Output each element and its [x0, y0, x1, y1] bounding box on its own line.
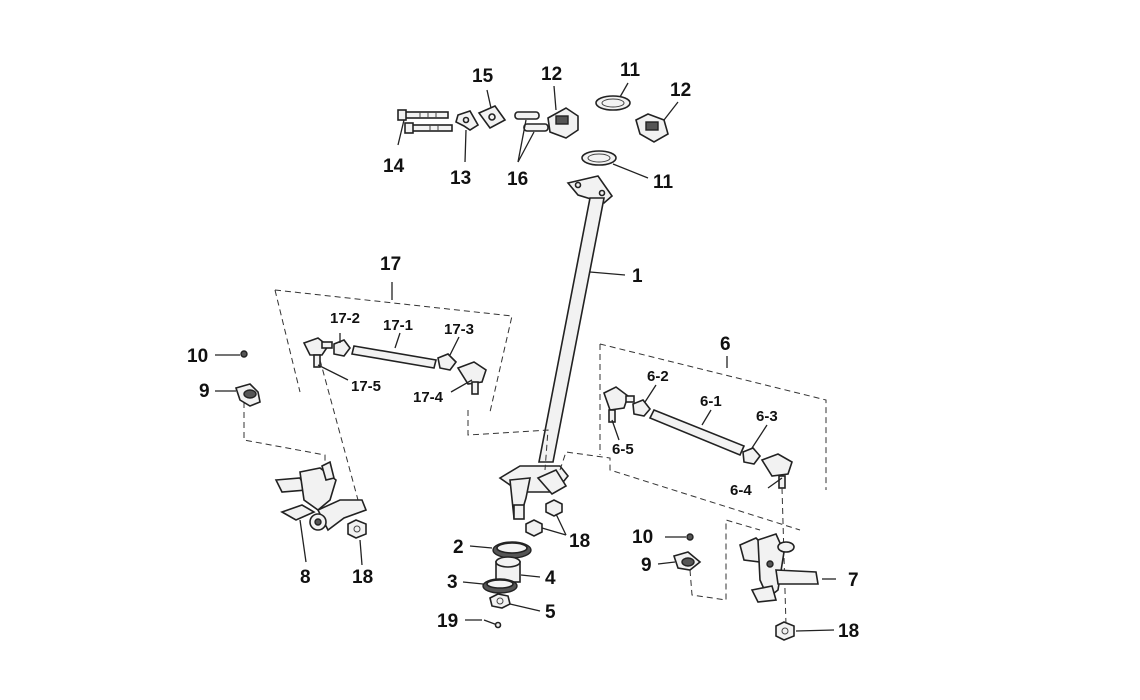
nut-18-right [775, 621, 835, 641]
label-8: 8 [300, 567, 311, 588]
bolt-10-right [665, 533, 694, 541]
label-13: 13 [450, 168, 471, 189]
label-18-left: 18 [352, 567, 373, 588]
bushing-4 [495, 556, 541, 583]
label-16: 16 [507, 169, 528, 190]
bushing-11-top [595, 82, 631, 111]
bolts-14 [397, 109, 453, 146]
seal-2 [469, 541, 532, 559]
nut-18-center [525, 499, 567, 537]
clip-9-left [215, 383, 261, 407]
callout-labels: 1 2 3 4 5 6 6-1 6-2 6-3 6-4 6-5 7 8 9 9 … [187, 60, 859, 642]
clamp-12-right [635, 101, 679, 143]
steering-shaft-1 [498, 175, 626, 520]
label-10-right: 10 [632, 527, 653, 548]
label-6-5: 6-5 [612, 441, 634, 458]
bushing-11-bottom [581, 150, 649, 179]
label-9-right: 9 [641, 555, 652, 576]
cotter-pin-19 [465, 619, 502, 629]
tie-rod-17-box [274, 282, 513, 413]
label-11-top: 11 [620, 60, 641, 81]
label-6-2: 6-2 [647, 368, 669, 385]
pins-16 [514, 111, 549, 163]
nut-5 [489, 593, 541, 612]
plate-15 [477, 89, 507, 130]
tie-rod-6-box [599, 343, 827, 490]
bolt-10-left [215, 350, 248, 358]
label-6-1: 6-1 [700, 393, 722, 410]
label-19: 19 [437, 611, 458, 632]
label-7: 7 [848, 570, 859, 591]
label-6: 6 [720, 334, 731, 355]
steering-knuckle-8 [274, 460, 368, 563]
label-17-3: 17-3 [444, 321, 474, 338]
label-17-4: 17-4 [413, 389, 444, 406]
nut-18-left [347, 519, 367, 566]
label-1: 1 [632, 266, 643, 287]
tie-rod-17 [302, 332, 487, 395]
label-3: 3 [447, 572, 458, 593]
tie-rod-6 [603, 384, 793, 489]
label-18-center: 18 [569, 531, 590, 552]
label-17-5: 17-5 [351, 378, 381, 395]
label-5: 5 [545, 602, 556, 623]
label-14: 14 [383, 156, 405, 177]
lock-plate-13 [455, 110, 480, 163]
label-12-right: 12 [670, 80, 691, 101]
label-9-left: 9 [199, 381, 210, 402]
label-12-left: 12 [541, 64, 562, 85]
label-6-3: 6-3 [756, 408, 778, 425]
label-15: 15 [472, 66, 494, 87]
label-11-bottom: 11 [653, 172, 674, 193]
label-10-left: 10 [187, 346, 208, 367]
label-18-right: 18 [838, 621, 859, 642]
label-17-1: 17-1 [383, 317, 413, 334]
clamp-12-left [547, 85, 579, 139]
label-6-4: 6-4 [730, 482, 752, 499]
label-17-2: 17-2 [330, 310, 360, 327]
seal-3 [462, 578, 518, 594]
label-4: 4 [545, 568, 556, 589]
label-17: 17 [380, 254, 401, 275]
clip-9-right [657, 551, 702, 571]
label-2: 2 [453, 537, 464, 558]
steering-knuckle-7 [739, 533, 836, 603]
